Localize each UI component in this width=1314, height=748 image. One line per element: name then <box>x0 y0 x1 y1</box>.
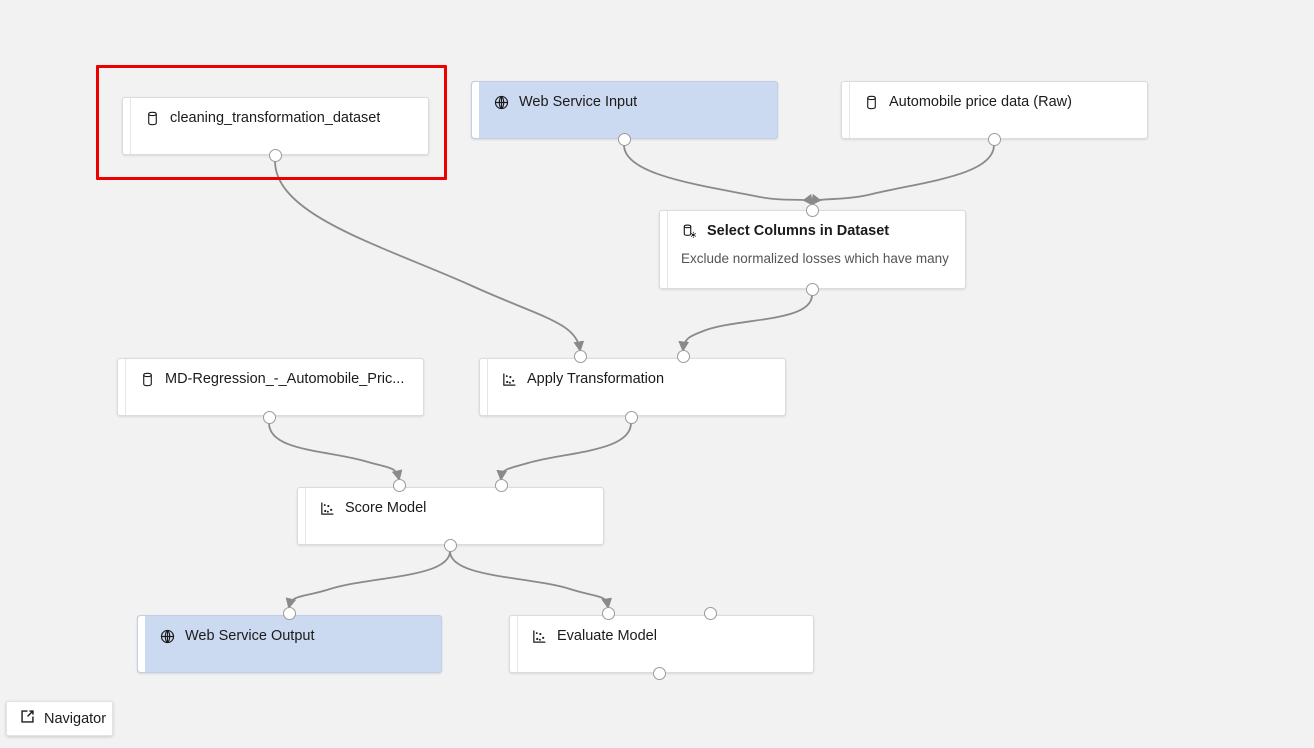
node-title: MD-Regression_-_Automobile_Pric... <box>165 371 405 387</box>
port-output-automobile_price_data_raw[interactable] <box>987 132 1001 146</box>
node-header: cleaning_transformation_dataset <box>144 110 414 127</box>
port-input-right-score_model[interactable] <box>494 478 508 492</box>
node-web_service_input[interactable]: Web Service Input <box>471 81 778 139</box>
node-status-strip <box>472 82 480 138</box>
port-output-md_regression_automobile_price[interactable] <box>262 410 276 424</box>
port-output-score_model[interactable] <box>443 538 457 552</box>
edge-webinput-to-select[interactable] <box>623 144 814 206</box>
edge-cleaning-to-apply[interactable] <box>274 160 585 353</box>
navigator-button[interactable]: Navigator <box>6 701 113 736</box>
selection-rectangle <box>96 65 447 180</box>
port-input-select_columns_in_dataset[interactable] <box>805 203 819 217</box>
horizontal-scrollbar-track[interactable] <box>0 740 1314 748</box>
node-web_service_output[interactable]: Web Service Output <box>137 615 442 673</box>
node-title: Evaluate Model <box>557 628 657 644</box>
port-output-web_service_input[interactable] <box>617 132 631 146</box>
node-status-strip <box>123 98 131 154</box>
scatter-module-icon <box>501 371 518 388</box>
node-body: Automobile price data (Raw) <box>850 82 1147 138</box>
edge-score-to-evaluate[interactable] <box>449 550 613 610</box>
node-subtitle: Exclude normalized losses which have man… <box>681 251 949 266</box>
node-title: Automobile price data (Raw) <box>889 94 1072 110</box>
scatter-module-icon <box>531 628 548 645</box>
node-title: Web Service Output <box>185 628 315 644</box>
dataset-cylinder-icon <box>139 371 156 388</box>
node-header: Web Service Output <box>159 628 427 645</box>
node-status-strip <box>118 359 126 415</box>
node-body: cleaning_transformation_dataset <box>131 98 428 154</box>
node-title: cleaning_transformation_dataset <box>170 110 381 126</box>
navigator-label: Navigator <box>44 710 107 727</box>
edge-score-to-weboutput[interactable] <box>285 550 451 610</box>
port-input-left-score_model[interactable] <box>392 478 406 492</box>
port-input-web_service_output[interactable] <box>282 606 296 620</box>
node-evaluate_model[interactable]: Evaluate Model <box>509 615 814 673</box>
port-output-apply_transformation[interactable] <box>624 410 638 424</box>
node-apply_transformation[interactable]: Apply Transformation <box>479 358 786 416</box>
node-body: Web Service Input <box>480 82 777 138</box>
port-input-left-evaluate_model[interactable] <box>601 606 615 620</box>
node-automobile_price_data_raw[interactable]: Automobile price data (Raw) <box>841 81 1148 139</box>
node-header: Evaluate Model <box>531 628 799 645</box>
node-body: Web Service Output <box>146 616 441 672</box>
node-score_model[interactable]: Score Model <box>297 487 604 545</box>
port-input-right-evaluate_model[interactable] <box>703 606 717 620</box>
port-input-left-apply_transformation[interactable] <box>573 349 587 363</box>
node-body: MD-Regression_-_Automobile_Pric... <box>126 359 423 415</box>
edge-select-to-apply[interactable] <box>678 294 813 353</box>
dataset-cylinder-icon <box>144 110 161 127</box>
port-output-select_columns_in_dataset[interactable] <box>805 282 819 296</box>
node-status-strip <box>510 616 518 672</box>
node-md_regression_automobile_price[interactable]: MD-Regression_-_Automobile_Pric... <box>117 358 424 416</box>
node-body: Apply Transformation <box>488 359 785 415</box>
node-title: Select Columns in Dataset <box>707 223 890 239</box>
edge-automobile-to-select[interactable] <box>810 144 995 206</box>
node-body: Evaluate Model <box>518 616 813 672</box>
node-status-strip <box>480 359 488 415</box>
globe-icon <box>493 94 510 111</box>
edge-apply-to-score[interactable] <box>496 422 632 482</box>
node-title: Apply Transformation <box>527 371 665 387</box>
node-cleaning_transformation_dataset[interactable]: cleaning_transformation_dataset <box>122 97 429 155</box>
scatter-module-icon <box>319 500 336 517</box>
node-body: Score Model <box>306 488 603 544</box>
node-header: Select Columns in Dataset <box>681 223 951 240</box>
node-status-strip <box>842 82 850 138</box>
node-header: Web Service Input <box>493 94 763 111</box>
edge-mdregression-to-score[interactable] <box>268 422 403 482</box>
globe-icon <box>159 628 176 645</box>
port-input-right-apply_transformation[interactable] <box>676 349 690 363</box>
node-status-strip <box>298 488 306 544</box>
port-output-cleaning_transformation_dataset[interactable] <box>268 148 282 162</box>
node-header: Score Model <box>319 500 589 517</box>
node-header: MD-Regression_-_Automobile_Pric... <box>139 371 409 388</box>
node-status-strip <box>138 616 146 672</box>
node-status-strip <box>660 211 668 288</box>
node-title: Web Service Input <box>519 94 638 110</box>
dataset-cylinder-icon <box>863 94 880 111</box>
port-output-evaluate_model[interactable] <box>652 666 666 680</box>
node-title: Score Model <box>345 500 427 516</box>
node-header: Automobile price data (Raw) <box>863 94 1133 111</box>
open-in-new-icon <box>19 708 36 730</box>
node-header: Apply Transformation <box>501 371 771 388</box>
select-columns-icon <box>681 223 698 240</box>
